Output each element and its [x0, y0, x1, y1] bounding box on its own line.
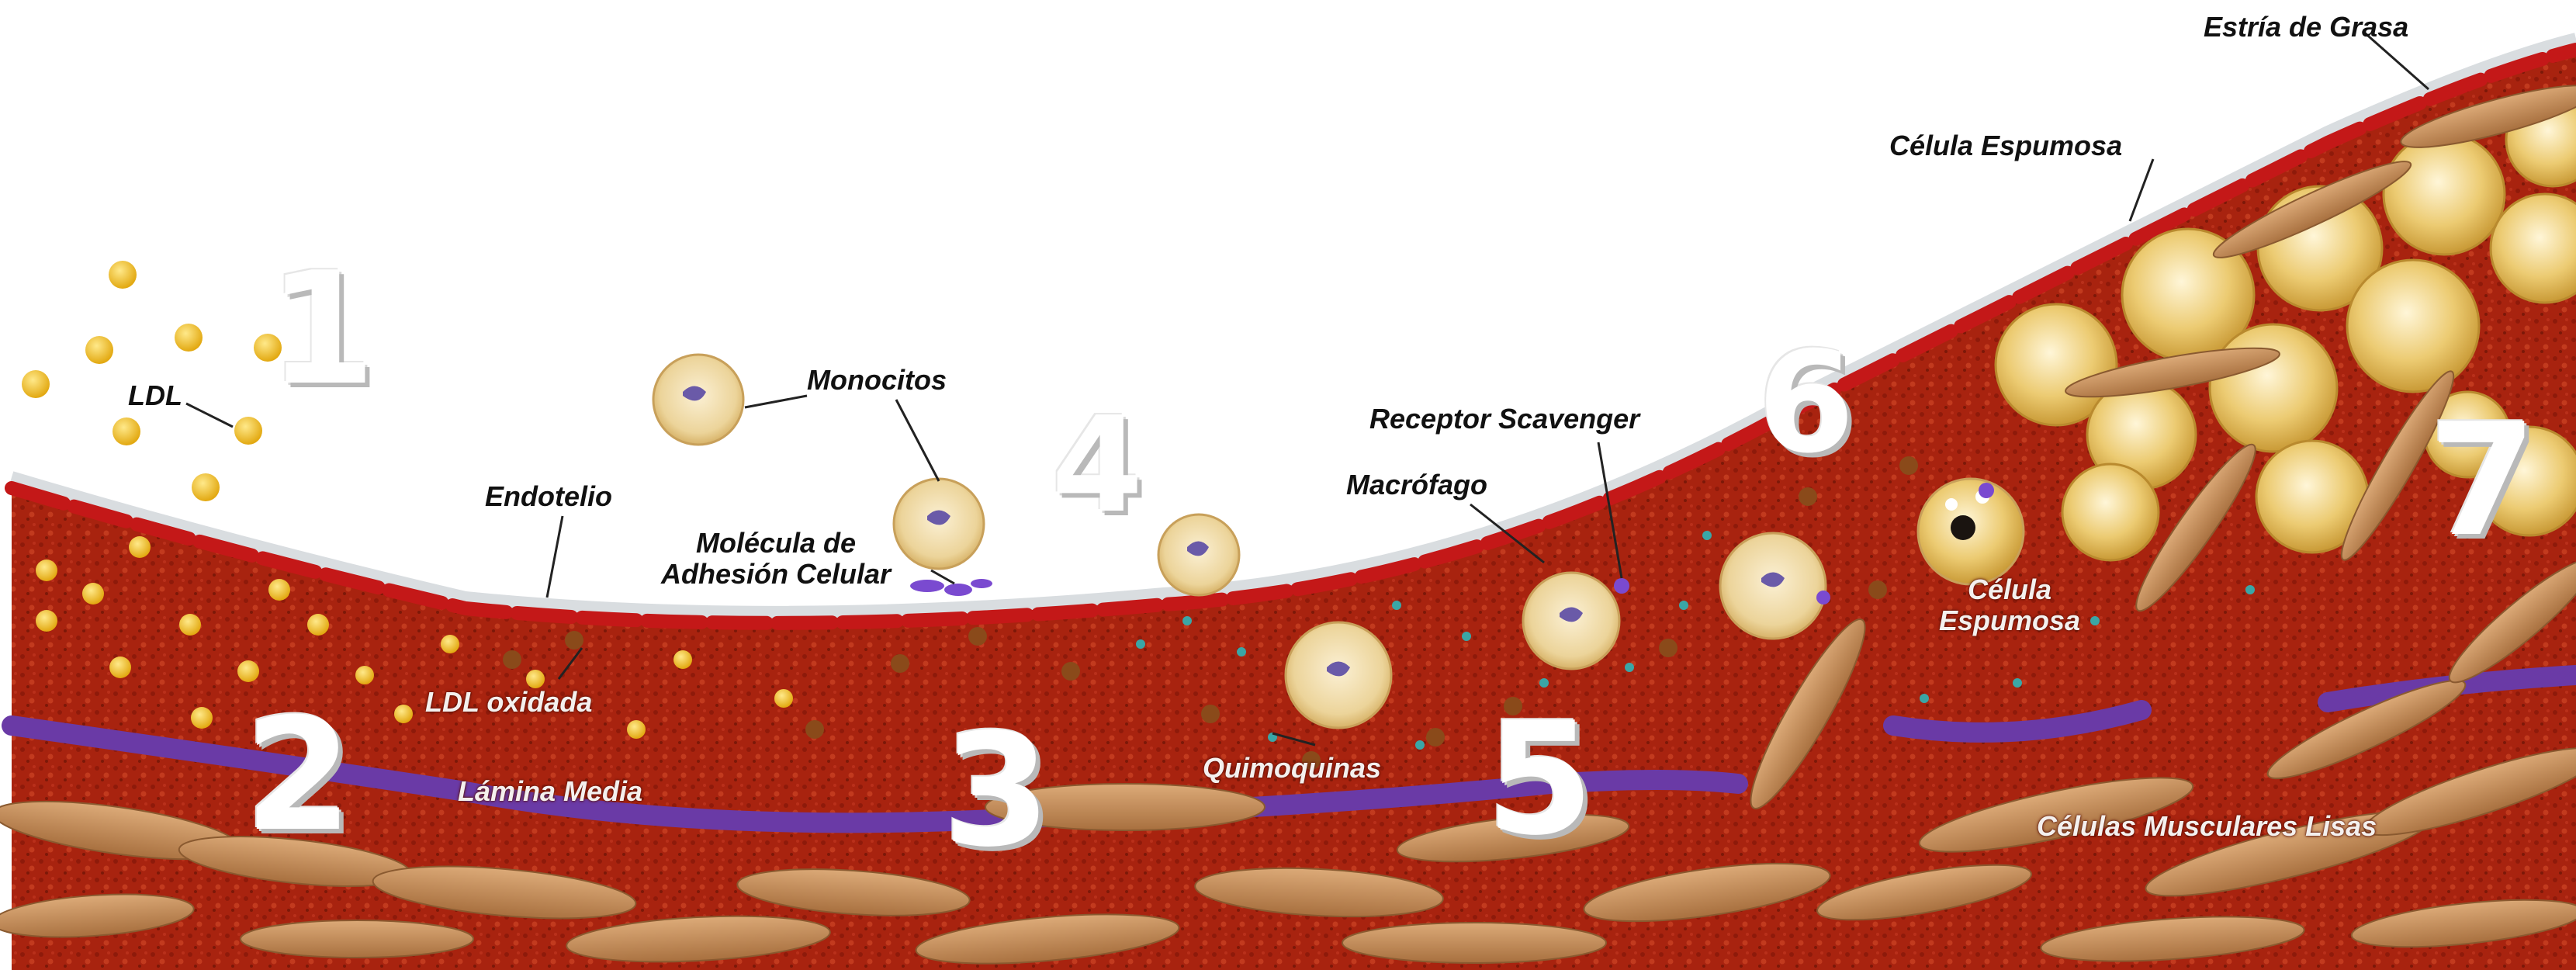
step-number-3: 3 [943, 714, 1051, 869]
label-molecula-line1: Molécula de [621, 528, 931, 559]
label-estria-de-grasa: Estría de Grasa [2204, 12, 2408, 43]
label-receptor-scavenger: Receptor Scavenger [1369, 404, 1639, 435]
label-celula-espumosa-top: Célula Espumosa [1889, 130, 2122, 161]
label-celula-espumosa-line1: Célula [1893, 574, 2126, 605]
step-number-5: 5 [1486, 702, 1594, 857]
step-number-1: 1 [268, 252, 376, 407]
step-number-7: 7 [2429, 404, 2536, 559]
label-macrofago: Macrófago [1346, 469, 1487, 501]
step-number-2: 2 [244, 698, 352, 854]
label-celula-espumosa-line2: Espumosa [1893, 605, 2126, 636]
step-number-4: 4 [1051, 400, 1143, 532]
label-celula-espumosa-mid: Célula Espumosa [1893, 574, 2126, 636]
label-celulas-musculares-lisas: Células Musculares Lisas [2037, 811, 2377, 842]
label-molecula-adhesion: Molécula de Adhesión Celular [621, 528, 931, 589]
step-number-6: 6 [1757, 334, 1854, 473]
label-monocitos: Monocitos [807, 365, 947, 396]
label-endotelio: Endotelio [485, 481, 612, 512]
label-quimoquinas: Quimoquinas [1203, 753, 1381, 784]
label-lamina-media: Lámina Media [458, 776, 642, 807]
label-molecula-line2: Adhesión Celular [621, 559, 931, 590]
label-ldl-oxidada: LDL oxidada [425, 687, 592, 718]
label-ldl: LDL [128, 380, 182, 411]
